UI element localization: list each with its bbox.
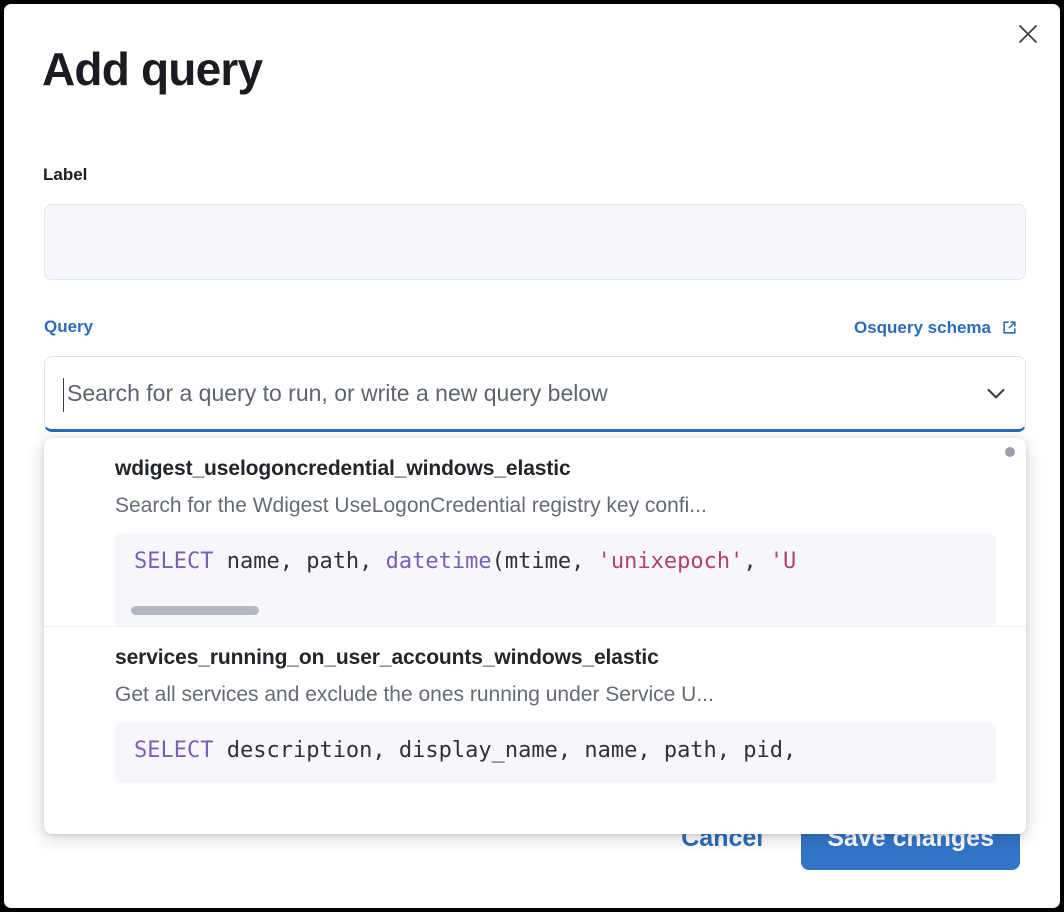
chevron-down-icon[interactable] xyxy=(979,376,1013,410)
dropdown-option[interactable]: services_running_on_user_accounts_window… xyxy=(44,626,1026,783)
chevron-down-icon-glyph xyxy=(987,388,1005,399)
dropdown-option-title: wdigest_uselogoncredential_windows_elast… xyxy=(115,457,571,480)
label-input[interactable] xyxy=(44,204,1026,280)
sql-code-line: SELECT name, path, datetime(mtime, 'unix… xyxy=(134,549,797,574)
dropdown-option-description: Get all services and exclude the ones ru… xyxy=(115,683,714,706)
dropdown-option-sql-preview[interactable]: SELECT description, display_name, name, … xyxy=(115,723,996,783)
osquery-schema-link-label: Osquery schema xyxy=(853,317,991,337)
dropdown-option-sql-preview[interactable]: SELECT name, path, datetime(mtime, 'unix… xyxy=(115,534,996,626)
dropdown-list: wdigest_uselogoncredential_windows_elast… xyxy=(44,438,1026,783)
close-icon-glyph xyxy=(1019,25,1037,43)
add-query-modal: Add query Label Query Osquery schema Sea… xyxy=(4,4,1060,908)
page-title: Add query xyxy=(42,43,263,95)
external-link-icon xyxy=(1003,321,1016,334)
dropdown-option-title: services_running_on_user_accounts_window… xyxy=(115,646,659,669)
dropdown-scrollbar-thumb[interactable] xyxy=(1005,447,1015,457)
sql-code-line: SELECT description, display_name, name, … xyxy=(134,738,797,763)
query-field-label: Query xyxy=(44,317,94,336)
query-options-dropdown: wdigest_uselogoncredential_windows_elast… xyxy=(44,438,1026,834)
query-combobox[interactable]: Search for a query to run, or write a ne… xyxy=(44,356,1026,432)
close-icon[interactable] xyxy=(1010,16,1046,52)
dropdown-option[interactable]: wdigest_uselogoncredential_windows_elast… xyxy=(44,438,1026,626)
query-combobox-placeholder: Search for a query to run, or write a ne… xyxy=(67,379,608,406)
osquery-schema-link[interactable]: Osquery schema xyxy=(854,317,1020,338)
dropdown-option-description: Search for the Wdigest UseLogonCredentia… xyxy=(115,494,707,517)
sql-preview-horizontal-scrollbar[interactable] xyxy=(131,606,259,615)
text-caret xyxy=(63,378,64,412)
label-field-label: Label xyxy=(43,165,88,184)
